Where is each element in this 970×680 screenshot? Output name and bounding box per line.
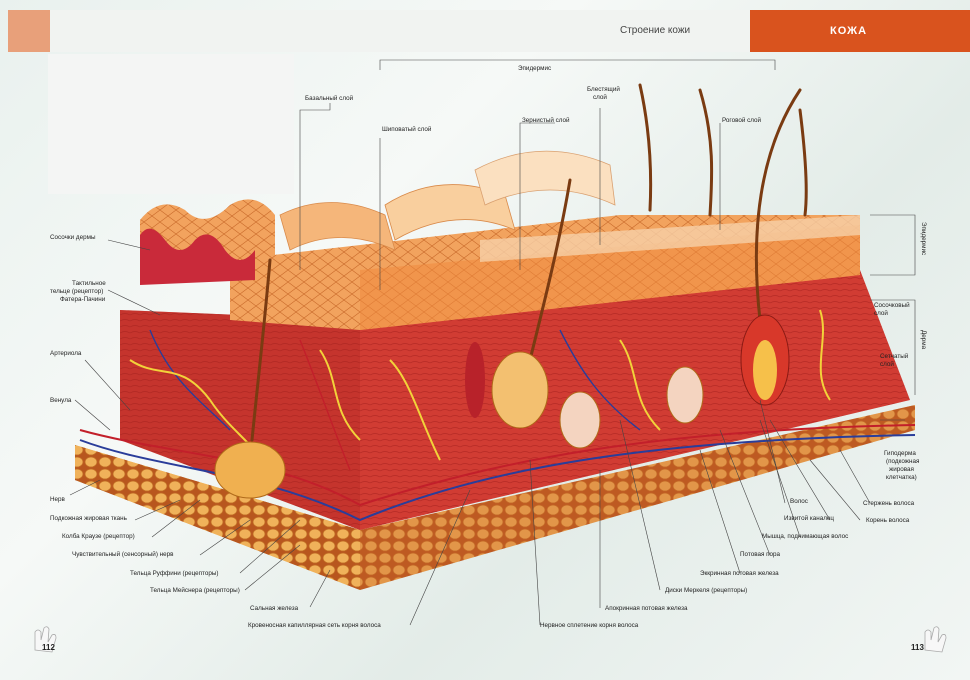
label-arrector: Мышца, поднимающая волос bbox=[762, 533, 848, 541]
label-papillae: Сосочки дермы bbox=[50, 234, 95, 242]
label-spinous-layer: Шиповатый слой bbox=[382, 126, 431, 134]
label-apocrine: Апокринная потовая железа bbox=[605, 605, 687, 613]
label-krause: Колба Краузе (рецептор) bbox=[62, 533, 135, 541]
label-subcutaneous: Подкожная жировая ткань bbox=[50, 515, 127, 523]
hand-icon-right bbox=[925, 627, 946, 652]
label-meissner: Тельца Мейснера (рецепторы) bbox=[150, 587, 240, 595]
label-reticular-1: Сетчатый bbox=[880, 353, 908, 361]
label-hypodermis-1: Гиподерма bbox=[884, 450, 916, 458]
label-hypodermis-3: жировая bbox=[889, 466, 914, 474]
label-hair: Волос bbox=[790, 498, 808, 506]
label-sensory-nerve: Чувствительный (сенсорный) нерв bbox=[72, 551, 174, 559]
label-hair-root: Корень волоса bbox=[866, 517, 909, 525]
label-tactile-1: Тактильное bbox=[72, 280, 106, 288]
label-capillary-net: Кровеносная капиллярная сеть корня волос… bbox=[248, 622, 381, 630]
label-dermis-side: Дерма bbox=[920, 330, 927, 349]
label-horny-layer: Роговой слой bbox=[722, 117, 761, 125]
label-epidermis-top: Эпидермис bbox=[518, 65, 551, 73]
label-blestyashchiy-2: слой bbox=[593, 94, 607, 102]
label-granular-layer: Зернистый слой bbox=[522, 117, 570, 125]
label-papillary-2: слой bbox=[874, 310, 888, 318]
label-eccrine: Эккринная потовая железа bbox=[700, 570, 779, 578]
label-hair-shaft: Стержень волоса bbox=[863, 500, 914, 508]
page-number-left: 112 bbox=[42, 643, 55, 652]
label-papillary-1: Сосочковый bbox=[874, 302, 910, 310]
label-basal-layer: Базальный слой bbox=[305, 95, 353, 103]
label-hypodermis-4: клетчатка) bbox=[886, 474, 917, 482]
label-tactile-2: тельце (рецептор) bbox=[50, 288, 103, 296]
label-merkel: Диски Меркеля (рецепторы) bbox=[665, 587, 747, 595]
label-tactile-3: Фатера-Пачини bbox=[60, 296, 105, 304]
label-ruffini: Тельца Руффини (рецепторы) bbox=[130, 570, 219, 578]
label-venule: Венула bbox=[50, 397, 71, 405]
label-nerve: Нерв bbox=[50, 496, 65, 504]
label-arteriole: Артериола bbox=[50, 350, 81, 358]
label-sebaceous: Сальная железа bbox=[250, 605, 298, 613]
label-twisted-canal: Извитой каналец bbox=[784, 515, 834, 523]
label-reticular-2: слой bbox=[880, 361, 894, 369]
label-nerve-plexus: Нервное сплетение корня волоса bbox=[540, 622, 638, 630]
label-hypodermis-2: (подкожная bbox=[886, 458, 919, 466]
label-blestyashchiy-1: Блестящий bbox=[587, 86, 620, 94]
label-epidermis-side: Эпидермис bbox=[920, 222, 927, 255]
page-number-right: 113 bbox=[911, 643, 924, 652]
label-sweat-pore: Потовая пора bbox=[740, 551, 780, 559]
